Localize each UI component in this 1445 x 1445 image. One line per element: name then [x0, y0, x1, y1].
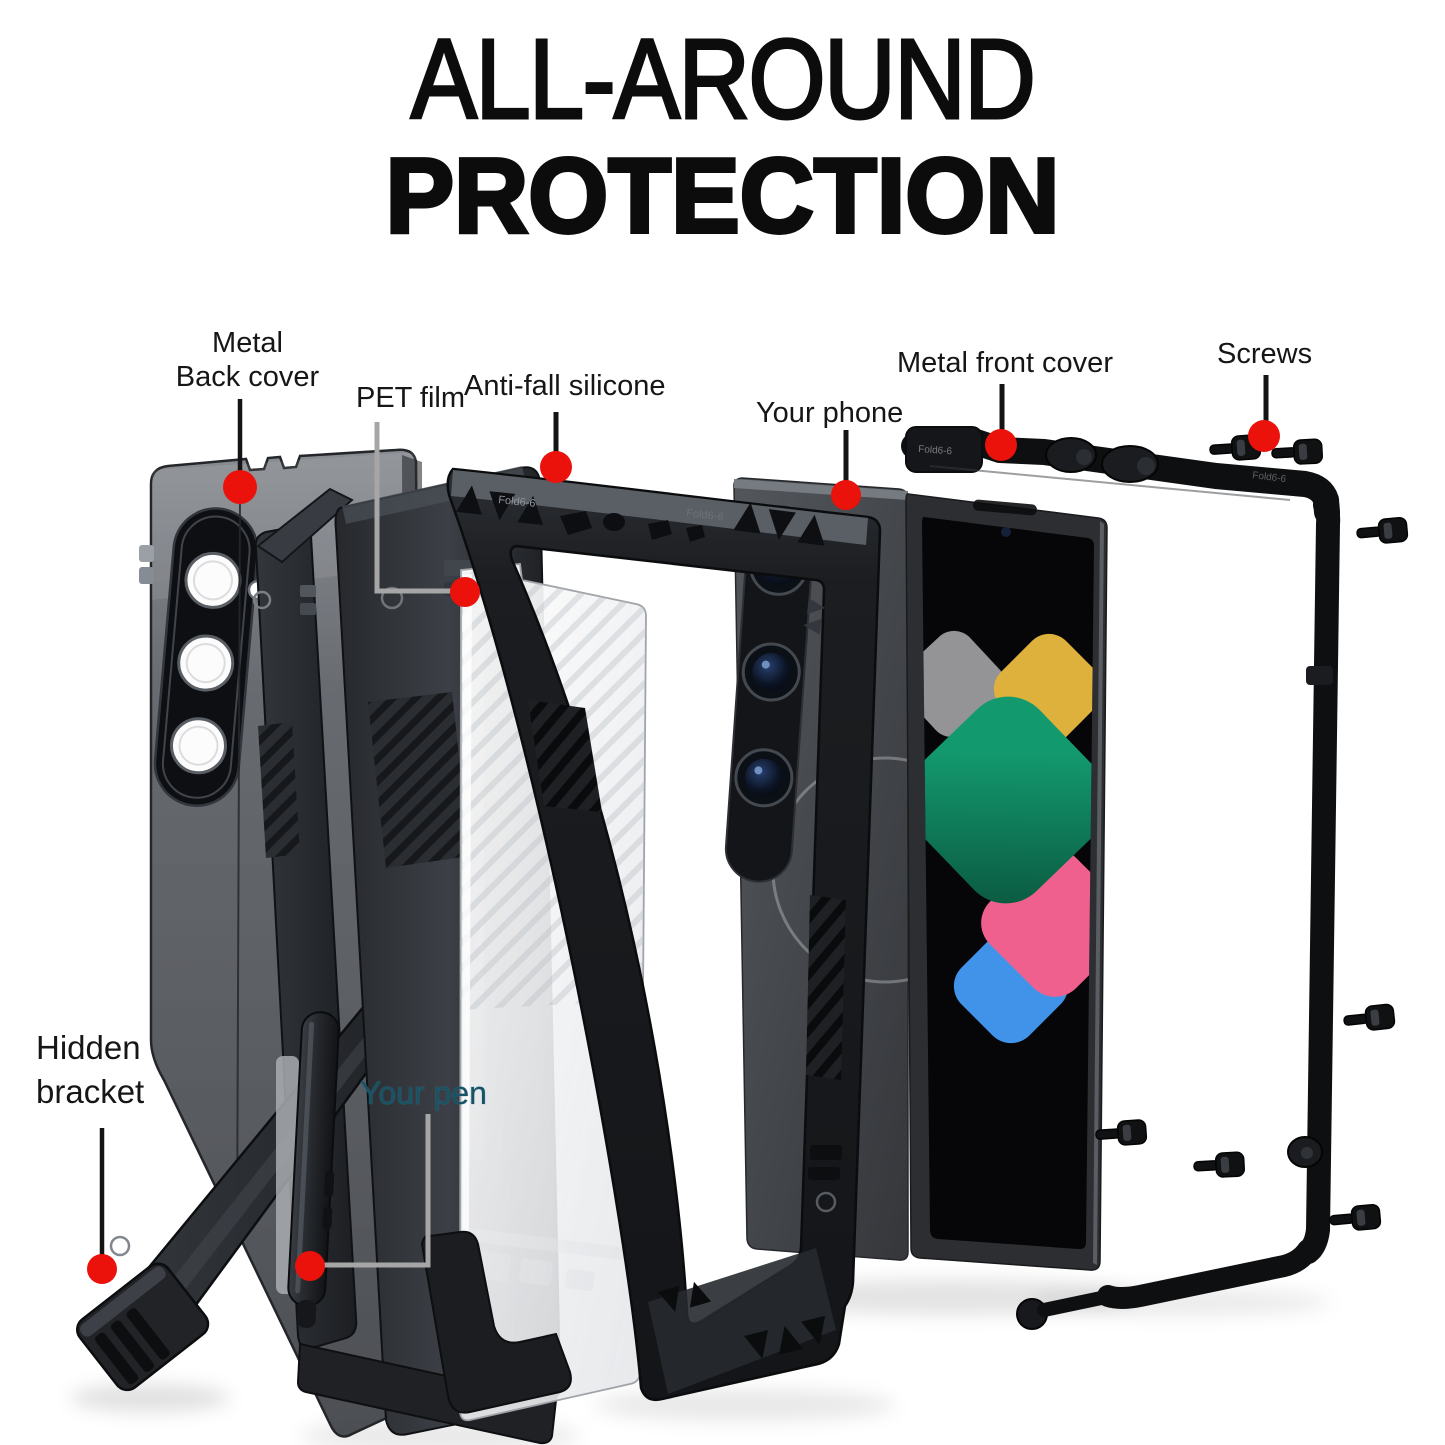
anti-fall-silicone-callout [540, 412, 572, 483]
screws-callout [1248, 375, 1280, 452]
label-line: Hidden [36, 1029, 141, 1066]
callout-dot-icon [223, 470, 257, 504]
anti-fall-silicone-part: Fold6-6 Fold6-6 [446, 467, 882, 1402]
label-metal-front-cover: Metal front cover [897, 347, 1113, 379]
stylus-pen [287, 1011, 340, 1328]
metal-back-cover-callout [223, 399, 257, 504]
title-line-1: ALL-AROUND [409, 16, 1037, 142]
triangle-pattern [733, 502, 825, 546]
metal-front-cover-part: Fold6-6 Fold6-6 [901, 426, 1341, 1330]
callout-dot-icon [450, 577, 480, 607]
callout-dot-icon [831, 480, 861, 510]
grip-texture [258, 722, 300, 858]
label-your-phone: Your phone [756, 397, 904, 429]
label-hidden-bracket: Hidden bracket [36, 1026, 144, 1114]
grip-texture [368, 692, 470, 868]
camera-pill-cutout [153, 507, 259, 807]
part-marking-text: Fold6-6 [918, 444, 953, 457]
label-screws: Screws [1217, 338, 1313, 370]
title-line-2: PROTECTION [384, 137, 1062, 256]
callout-dot-icon [1248, 420, 1280, 452]
your-phone-callout [831, 430, 861, 510]
triangle-pattern [803, 598, 826, 635]
triangle-pattern [744, 1315, 826, 1359]
triangle-pattern [456, 485, 544, 526]
callout-dot-icon [295, 1251, 325, 1281]
label-your-pen: Your pen [360, 1075, 487, 1111]
side-grip-ribs [806, 895, 846, 1080]
label-pet-film: PET film [356, 382, 466, 414]
metal-front-cover-callout [985, 384, 1017, 461]
pet-film-callout [374, 422, 480, 607]
label-anti-fall-silicone: Anti-fall silicone [464, 370, 666, 402]
punch-hole-camera [1001, 527, 1011, 537]
screws-part [1095, 434, 1409, 1231]
callout-dot-icon [985, 429, 1017, 461]
label-line: Back cover [175, 361, 320, 393]
hidden-bracket-callout [87, 1128, 117, 1284]
callouts [87, 375, 1280, 1284]
your-pen-callout [295, 1114, 431, 1281]
part-marking-text: Fold6-6 [686, 507, 724, 523]
earpiece-slot [973, 499, 1037, 516]
label-metal-back-cover: Metal Back cover [130, 326, 365, 394]
callout-dot-icon [87, 1254, 117, 1284]
inner-frame-corner [420, 1230, 572, 1414]
screen-wallpaper [922, 630, 1094, 1044]
part-marking-text: Fold6-6 [1252, 470, 1287, 485]
callout-dot-icon [540, 451, 572, 483]
label-line: Metal [212, 327, 283, 359]
side-grip-ribs [528, 700, 602, 812]
triangle-pattern [658, 1281, 712, 1312]
top-bar-cutouts [560, 511, 705, 542]
part-marking-text: Fold6-6 [498, 494, 536, 510]
label-line: bracket [36, 1073, 145, 1110]
your-phone-part [724, 477, 1108, 1271]
page-title: ALL-AROUND PROTECTION [0, 16, 1445, 256]
